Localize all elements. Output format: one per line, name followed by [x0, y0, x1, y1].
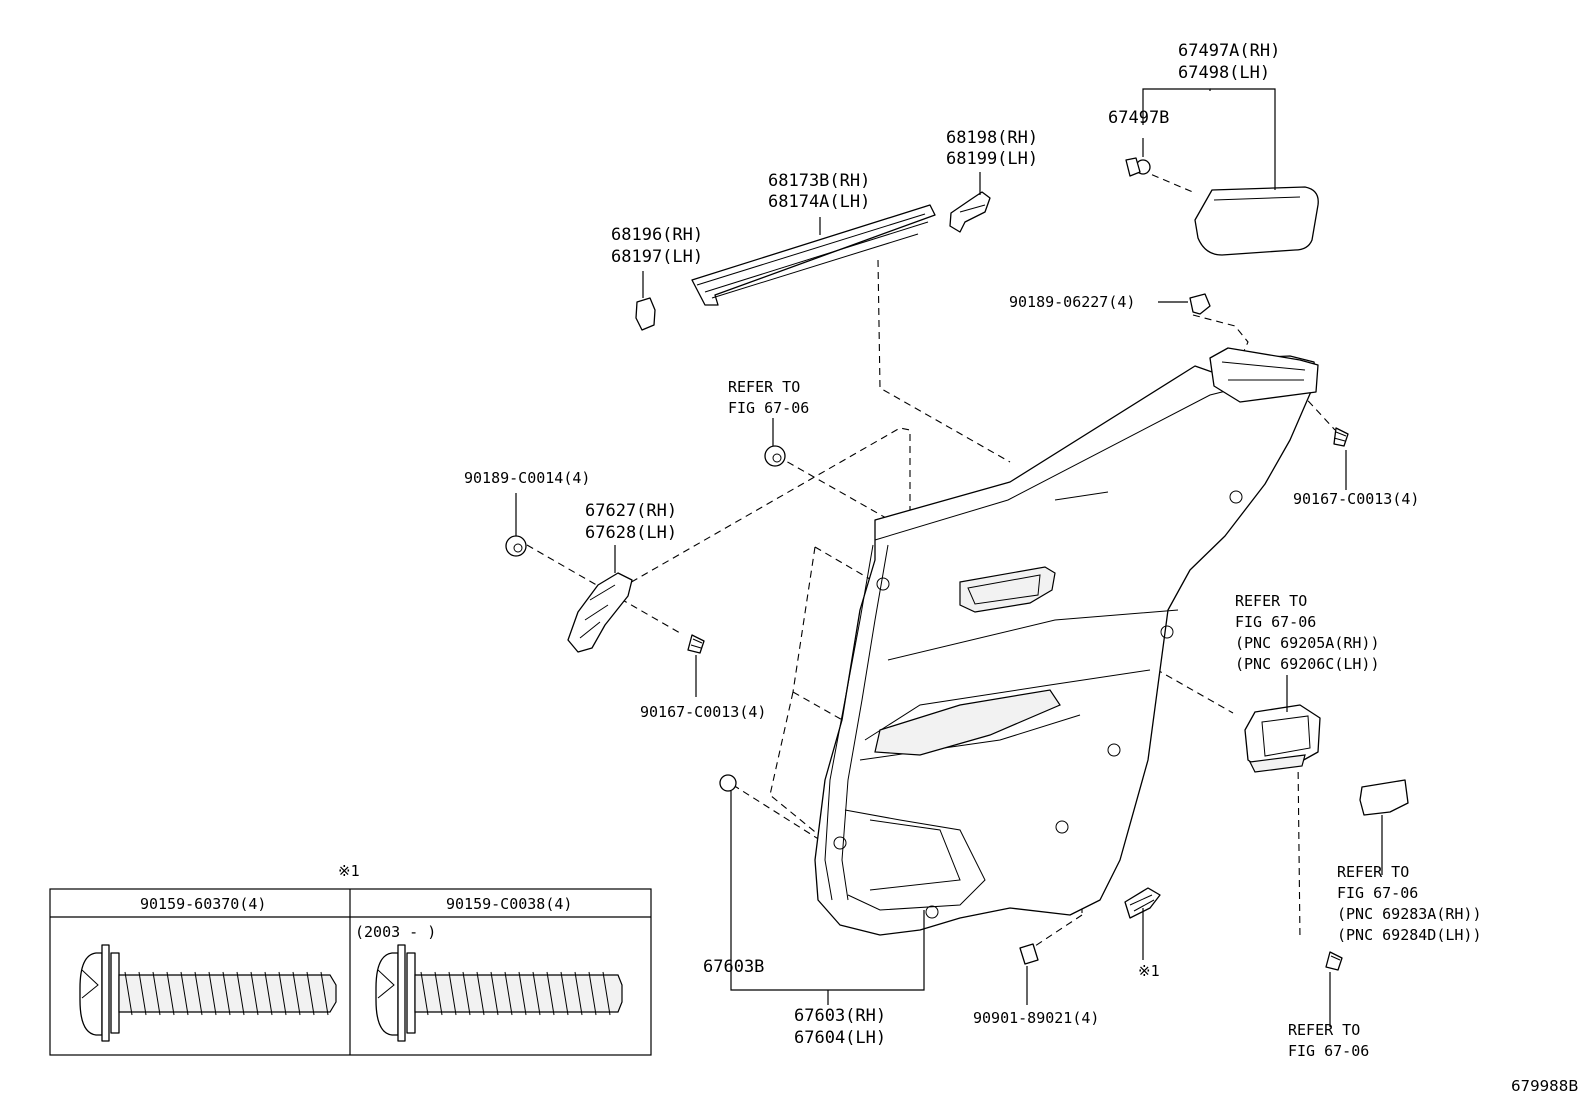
bracket-68198: [949, 191, 991, 233]
label-90167-c0013-left: 90167-C0013(4): [640, 703, 766, 721]
door-trim-panel-67603: [814, 347, 1319, 936]
label-refer-handle-line1: REFER TO: [1235, 592, 1307, 610]
screw-refer-bottom: [1325, 951, 1343, 971]
label-refer-cover-line2: FIG 67-06: [1337, 884, 1418, 902]
inset-screw-table: ※1 90159-60370(4) 90159-C0038(4) (2003 -…: [49, 862, 652, 1056]
label-68197: 68197(LH): [611, 247, 703, 267]
label-67603: 67603(RH): [794, 1006, 886, 1026]
label-screw-note: ※1: [1138, 962, 1160, 980]
label-67627: 67627(RH): [585, 501, 677, 521]
label-refer-cover-line3: (PNC 69283A(RH)): [1337, 905, 1482, 923]
clip-67497b: [1125, 157, 1151, 177]
clip-90189-06227: [1189, 293, 1211, 315]
inset-col2-header: 90159-C0038(4): [446, 895, 572, 913]
label-68173b: 68173B(RH): [768, 171, 870, 191]
diagram-id: 679988B: [1511, 1077, 1579, 1095]
clip-90189-c0014: [505, 535, 527, 557]
label-67497b: 67497B: [1108, 108, 1169, 128]
label-refer-cover-line4: (PNC 69284D(LH)): [1337, 926, 1482, 944]
label-refer-bottom-line1: REFER TO: [1288, 1021, 1360, 1039]
label-90167-c0013-right: 90167-C0013(4): [1293, 490, 1419, 508]
screw-90159-c0038: [375, 944, 623, 1042]
label-68196: 68196(RH): [611, 225, 703, 245]
clip-refer-fig-67-06: [764, 445, 786, 467]
label-68198: 68198(RH): [946, 128, 1038, 148]
label-refer-handle-line4: (PNC 69206C(LH)): [1235, 655, 1380, 673]
part-labels: 67497A(RH) 67498(LH) 67497B 68198(RH) 68…: [464, 41, 1579, 1095]
label-67628: 67628(LH): [585, 523, 677, 543]
cover-69283a: [1359, 779, 1409, 816]
plug-67603b: [719, 774, 737, 792]
weatherstrip-68173b: [691, 204, 936, 306]
inset-col2-date: (2003 - ): [355, 923, 436, 941]
garnish-67497a: [1194, 186, 1319, 256]
screw-note-1: [1124, 887, 1161, 919]
label-67603b: 67603B: [703, 957, 764, 977]
label-refer-handle-line3: (PNC 69205A(RH)): [1235, 634, 1380, 652]
label-90189-06227: 90189-06227(4): [1009, 293, 1135, 311]
inset-title: ※1: [338, 862, 360, 880]
screw-90167-c0013-right: [1333, 427, 1349, 447]
label-refer-top-line2: FIG 67-06: [728, 399, 809, 417]
label-90189-c0014: 90189-C0014(4): [464, 469, 590, 487]
clip-90901-89021: [1019, 943, 1039, 965]
label-67498: 67498(LH): [1178, 63, 1270, 83]
label-refer-top-line1: REFER TO: [728, 378, 800, 396]
label-67497a: 67497A(RH): [1178, 41, 1280, 61]
label-refer-bottom-line2: FIG 67-06: [1288, 1042, 1369, 1060]
endcap-68196: [635, 297, 656, 331]
label-67604: 67604(LH): [794, 1028, 886, 1048]
label-68174a: 68174A(LH): [768, 192, 870, 212]
label-68199: 68199(LH): [946, 149, 1038, 169]
inset-col1-header: 90159-60370(4): [140, 895, 266, 913]
screw-90167-c0013-left: [687, 634, 705, 654]
label-refer-handle-line2: FIG 67-06: [1235, 613, 1316, 631]
inner-handle-69205a: [1244, 704, 1321, 773]
label-90901-89021: 90901-89021(4): [973, 1009, 1099, 1027]
screw-90159-60370: [79, 944, 337, 1042]
leader-lines: [515, 88, 1383, 1027]
label-refer-cover-line1: REFER TO: [1337, 863, 1409, 881]
bracket-67627: [567, 572, 633, 653]
